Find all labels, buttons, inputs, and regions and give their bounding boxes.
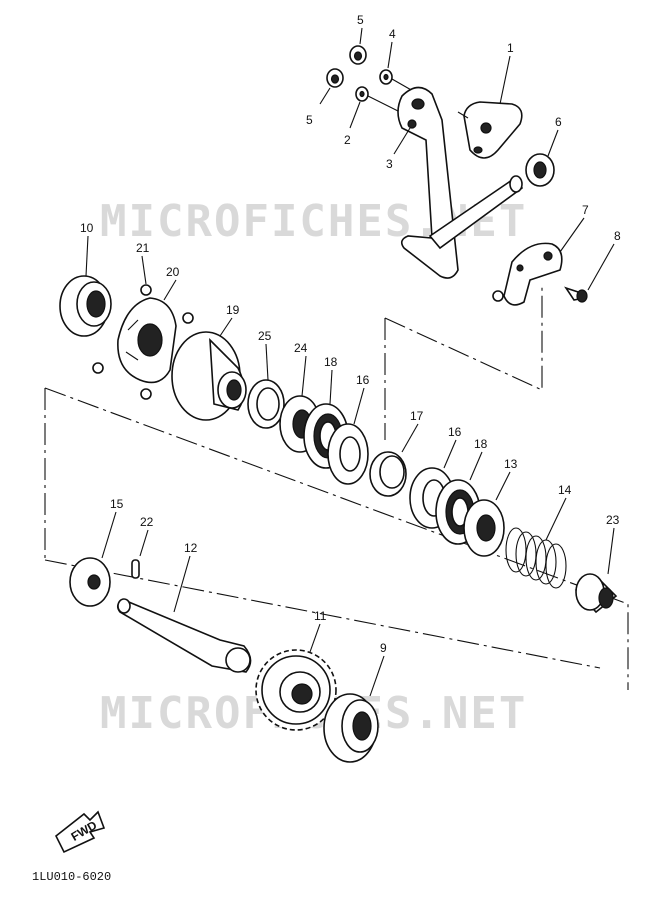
part-labels: 5 4 5 2 3 1 6 7 8 10 21 20 19 25 24 18 1… bbox=[80, 13, 621, 655]
label-8: 8 bbox=[614, 229, 621, 243]
bearing-10 bbox=[59, 275, 112, 337]
alignment-lines bbox=[44, 286, 629, 690]
shift-drum-19 bbox=[171, 331, 247, 421]
washer-15 bbox=[69, 557, 111, 607]
diagram-code: 1LU010-6020 bbox=[32, 870, 111, 884]
shift-lever-3 bbox=[397, 86, 459, 279]
pin-22 bbox=[131, 559, 140, 579]
label-17: 17 bbox=[410, 409, 424, 423]
shift-arm-7 bbox=[492, 242, 563, 306]
collar-17 bbox=[369, 451, 407, 497]
label-5-lower: 5 bbox=[306, 113, 313, 127]
shift-shaft bbox=[428, 175, 523, 250]
washer-4 bbox=[379, 69, 393, 85]
washer-16-left bbox=[327, 423, 369, 485]
label-15: 15 bbox=[110, 497, 124, 511]
link-plate-1 bbox=[457, 101, 523, 159]
label-14: 14 bbox=[558, 483, 572, 497]
nut-5-lower bbox=[326, 68, 344, 88]
gear-11 bbox=[255, 649, 337, 731]
label-16-right: 16 bbox=[448, 425, 462, 439]
fwd-arrow-icon: FWD bbox=[54, 810, 106, 854]
label-18-right: 18 bbox=[474, 437, 488, 451]
pins-21 bbox=[92, 284, 194, 400]
label-6: 6 bbox=[555, 115, 562, 129]
label-22: 22 bbox=[140, 515, 154, 529]
washer-2 bbox=[355, 86, 369, 102]
label-2: 2 bbox=[344, 133, 351, 147]
plate-13 bbox=[463, 499, 505, 557]
label-7: 7 bbox=[582, 203, 589, 217]
leader-lines bbox=[85, 27, 615, 697]
shift-drum-segment-20 bbox=[117, 297, 177, 384]
label-1: 1 bbox=[507, 41, 514, 55]
label-11: 11 bbox=[314, 609, 327, 623]
label-19: 19 bbox=[226, 303, 240, 317]
nut-5-upper bbox=[349, 45, 367, 65]
bolt-8 bbox=[564, 286, 588, 303]
label-20: 20 bbox=[166, 265, 180, 279]
washer-25 bbox=[247, 379, 285, 429]
label-5-upper: 5 bbox=[357, 13, 364, 27]
label-9: 9 bbox=[380, 641, 387, 655]
bearing-9 bbox=[323, 693, 379, 763]
collar-23 bbox=[574, 573, 618, 614]
spring-14 bbox=[505, 527, 567, 589]
label-4: 4 bbox=[389, 27, 396, 41]
label-21: 21 bbox=[136, 241, 150, 255]
label-16-left: 16 bbox=[356, 373, 370, 387]
oil-seal-6 bbox=[525, 153, 555, 187]
label-10: 10 bbox=[80, 221, 94, 235]
label-25: 25 bbox=[258, 329, 272, 343]
label-24: 24 bbox=[294, 341, 308, 355]
kick-shaft-12 bbox=[116, 598, 252, 673]
label-3: 3 bbox=[386, 157, 393, 171]
label-23: 23 bbox=[606, 513, 620, 527]
label-13: 13 bbox=[504, 457, 518, 471]
label-18-left: 18 bbox=[324, 355, 338, 369]
label-12: 12 bbox=[184, 541, 198, 555]
